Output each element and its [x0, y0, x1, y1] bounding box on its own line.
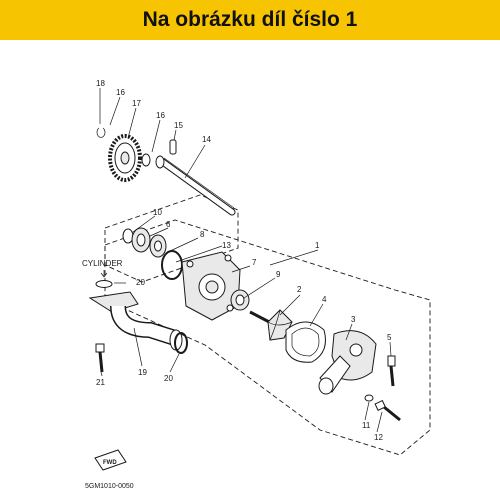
washer-part — [155, 155, 165, 169]
callout-6: 6 — [166, 220, 171, 229]
exploded-parts-diagram: 1 2 3 4 5 6 7 8 9 10 11 12 13 14 15 16 1… — [82, 79, 431, 490]
callout-12: 12 — [374, 433, 383, 442]
gear-part — [108, 134, 142, 182]
diagram-code: 5GM1010-0050 — [85, 483, 134, 490]
circlip-part — [96, 127, 106, 138]
fwd-marker: FWD — [94, 449, 127, 471]
pump-housing-part — [181, 251, 241, 321]
callout-10: 10 — [153, 208, 162, 217]
callout-2: 2 — [297, 285, 302, 294]
cylinder-label: CYLINDER — [82, 259, 123, 268]
callout-18: 18 — [96, 79, 105, 88]
seal-part-inner — [154, 240, 162, 252]
callout-21: 21 — [96, 378, 105, 387]
title-banner: Na obrázku díl číslo 1 — [0, 0, 500, 40]
bolt-part — [95, 343, 105, 373]
washer-part — [141, 153, 151, 167]
leader-lines — [99, 88, 392, 433]
callout-14: 14 — [202, 135, 211, 144]
callout-20b: 20 — [164, 374, 173, 383]
banner-title: Na obrázku díl číslo 1 — [142, 8, 358, 31]
callout-15: 15 — [174, 121, 183, 130]
callout-3: 3 — [351, 315, 356, 324]
callout-16: 16 — [116, 88, 125, 97]
o-ring-part — [174, 332, 188, 354]
bearing-part-inner — [136, 233, 146, 247]
bolt-part — [387, 355, 396, 387]
callout-20: 20 — [136, 278, 145, 287]
washer-part — [122, 228, 134, 244]
callout-19: 19 — [138, 368, 147, 377]
callout-11: 11 — [362, 421, 371, 430]
o-ring-part — [95, 280, 113, 288]
callout-8: 8 — [200, 230, 205, 239]
pump-cover-part — [318, 330, 377, 395]
bolt-part — [374, 399, 401, 422]
washer-part — [364, 394, 374, 402]
main-assembly-outline — [104, 219, 431, 456]
inlet-pipe-part — [88, 291, 183, 351]
callout-16b: 16 — [156, 111, 165, 120]
cylinder-arrow — [100, 270, 108, 278]
callout-9: 9 — [276, 270, 281, 279]
callout-4: 4 — [322, 295, 327, 304]
pin-part — [169, 139, 177, 155]
o-ring-part — [161, 250, 183, 280]
shaft-part — [156, 156, 236, 216]
callout-7: 7 — [252, 258, 257, 267]
callout-5: 5 — [387, 333, 392, 342]
callout-17: 17 — [132, 99, 141, 108]
callout-1: 1 — [315, 241, 320, 250]
mechanical-seal-inner — [235, 294, 245, 306]
fwd-label: FWD — [103, 460, 117, 466]
callout-13: 13 — [222, 241, 231, 250]
callout-labels: 1 2 3 4 5 6 7 8 9 10 11 12 13 14 15 16 1… — [82, 79, 392, 442]
gasket-part-inner — [291, 327, 320, 357]
